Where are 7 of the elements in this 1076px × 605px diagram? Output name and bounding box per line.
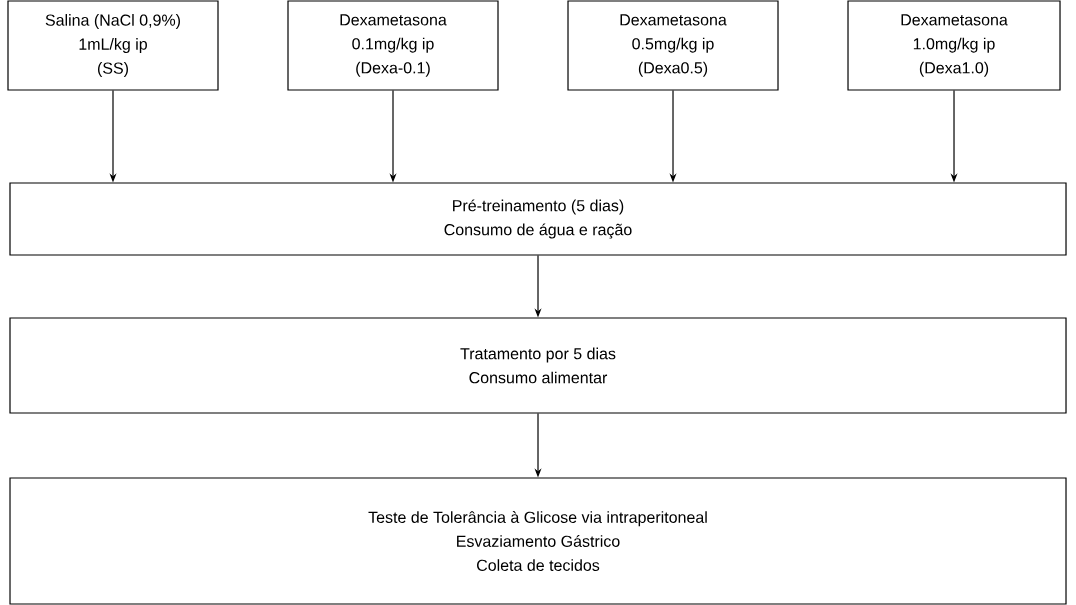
process-box: Teste de Tolerância à Glicose via intraperitoneal Esvaziamento Gástrico Coleta de tecidos <box>9 477 1067 605</box>
process-box: Salina (NaCl 0,9%) 1mL/kg ip (SS) <box>7 0 219 91</box>
process-box: Dexametasona 0.1mg/kg ip (Dexa-0.1) <box>287 0 499 91</box>
process-box: Pré-treinamento (5 dias) Consumo de água e ração <box>9 182 1067 256</box>
process-box: Tratamento por 5 dias Consumo alimentar <box>9 317 1067 414</box>
process-box: Dexametasona 1.0mg/kg ip (Dexa1.0) <box>847 0 1061 91</box>
process-box: Dexametasona 0.5mg/kg ip (Dexa0.5) <box>567 0 779 91</box>
